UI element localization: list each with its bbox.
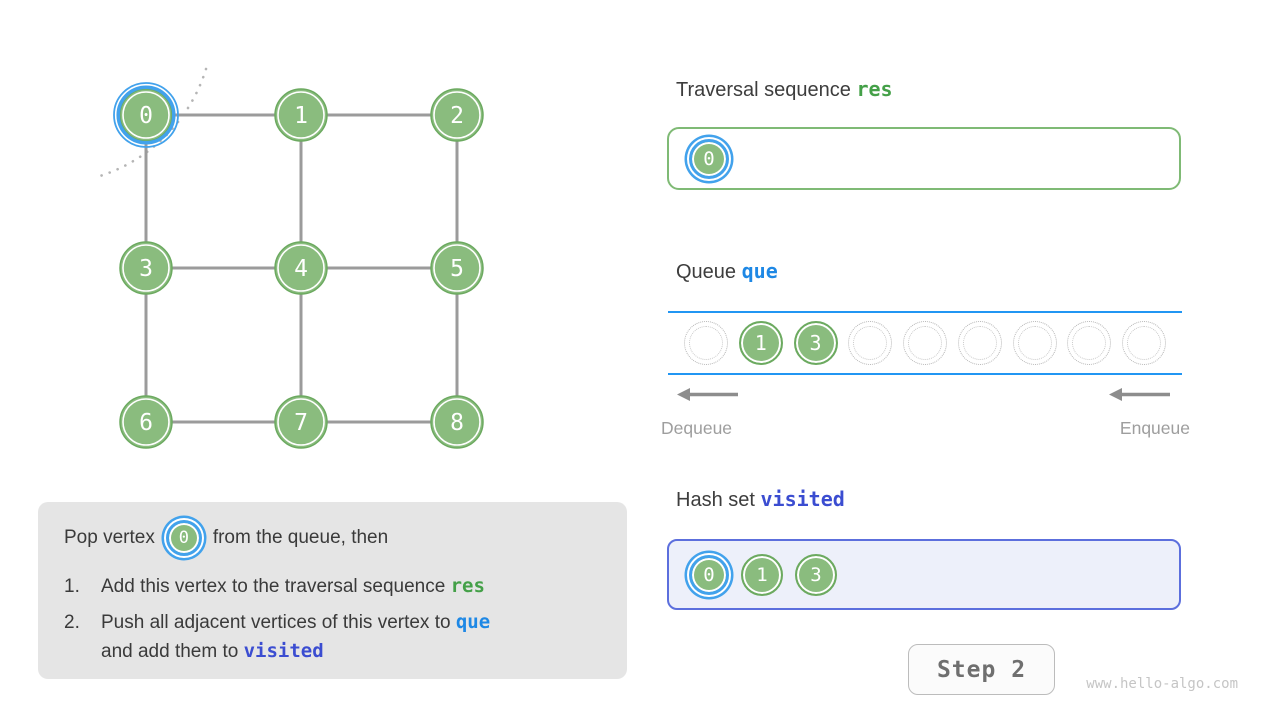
inline-text: Add this vertex to the traversal sequenc… — [101, 576, 451, 597]
explanation-item-number: 1. — [64, 576, 80, 597]
explanation-item: 2. Push all adjacent vertices of this ver… — [64, 608, 607, 666]
graph-vertex-2: 2 — [430, 88, 484, 142]
hashset-label: Hash set — [676, 489, 755, 511]
traversal-heading: Traversal sequence res — [676, 76, 893, 103]
intro-vertex-slot: 0 — [165, 520, 202, 556]
hashset-heading: Hash set visited — [676, 486, 845, 513]
queue-slot-empty — [957, 321, 1002, 365]
queue-slot-empty — [684, 321, 728, 365]
graph-vertex-0: 0 — [113, 82, 179, 148]
svg-text:7: 7 — [294, 410, 308, 436]
graph-canvas: 0 1 2 3 4 5 6 7 8 — [98, 67, 484, 449]
queue-code: que — [741, 259, 778, 283]
queue-slot-empty — [903, 321, 947, 365]
svg-text:6: 6 — [139, 410, 153, 436]
vertex-chip-1: 1 — [741, 553, 783, 596]
explanation-panel: Pop vertex 0 from the queue, then 1. Add … — [38, 502, 627, 679]
graph-vertex-4: 4 — [274, 241, 328, 295]
vertex-chip-3: 3 — [793, 321, 838, 365]
explanation-item-text: Push all adjacent vertices of this verte… — [101, 608, 490, 666]
vertex-chip-3: 3 — [795, 553, 837, 596]
graph-vertex-7: 7 — [274, 395, 328, 449]
svg-text:2: 2 — [450, 103, 464, 129]
graph-vertex-8: 8 — [430, 395, 484, 449]
svg-text:8: 8 — [450, 410, 464, 436]
watermark: www.hello-algo.com — [1086, 676, 1238, 692]
queue-slot-empty — [848, 321, 893, 365]
dequeue-arrow-icon — [677, 388, 738, 401]
vertex-chip-0: 0 — [689, 554, 729, 595]
inline-code-visited: visited — [243, 640, 324, 662]
graph-vertex-3: 3 — [119, 241, 173, 295]
vertex-chip-0: 0 — [165, 520, 202, 556]
traversal-code: res — [856, 77, 893, 101]
inline-text: and add them to — [101, 641, 244, 662]
dequeue-label: Dequeue — [661, 418, 733, 438]
vertex-chip-1: 1 — [738, 321, 783, 365]
explanation-item-number: 2. — [64, 612, 80, 633]
svg-text:4: 4 — [294, 256, 308, 282]
traversal-label: Traversal sequence — [676, 79, 851, 101]
explanation-item: 1. Add this vertex to the traversal seque… — [64, 572, 607, 601]
explanation-item-text: Add this vertex to the traversal sequenc… — [101, 572, 485, 601]
explanation-list: 1. Add this vertex to the traversal seque… — [64, 572, 607, 666]
traversal-sequence-box: 0 — [667, 127, 1181, 190]
svg-text:0: 0 — [139, 103, 153, 129]
explanation-intro: Pop vertex 0 from the queue, then — [64, 514, 607, 562]
intro-text-before: Pop vertex — [64, 527, 155, 548]
graph-vertex-6: 6 — [119, 395, 173, 449]
graph-vertex-1: 1 — [274, 88, 328, 142]
svg-text:5: 5 — [450, 256, 464, 282]
queue-slot-empty — [1122, 321, 1166, 365]
enqueue-arrow-icon — [1109, 388, 1170, 401]
vertex-chip-0: 0 — [689, 138, 729, 179]
svg-text:1: 1 — [294, 103, 308, 129]
queue-slot-empty — [1012, 321, 1057, 365]
graph-vertex-5: 5 — [430, 241, 484, 295]
intro-text-after: from the queue, then — [212, 527, 389, 548]
enqueue-label: Enqueue — [1119, 418, 1190, 438]
queue-heading: Queue que — [676, 258, 778, 285]
inline-code-que: que — [455, 611, 491, 633]
queue-label: Queue — [676, 261, 737, 283]
hashset-code: visited — [760, 487, 845, 511]
inline-text: Push all adjacent vertices of this verte… — [101, 612, 456, 633]
svg-text:3: 3 — [139, 256, 153, 282]
inline-code-res: res — [450, 575, 485, 597]
queue-slot-empty — [1067, 321, 1112, 365]
step-button[interactable]: Step 2 — [908, 644, 1055, 695]
